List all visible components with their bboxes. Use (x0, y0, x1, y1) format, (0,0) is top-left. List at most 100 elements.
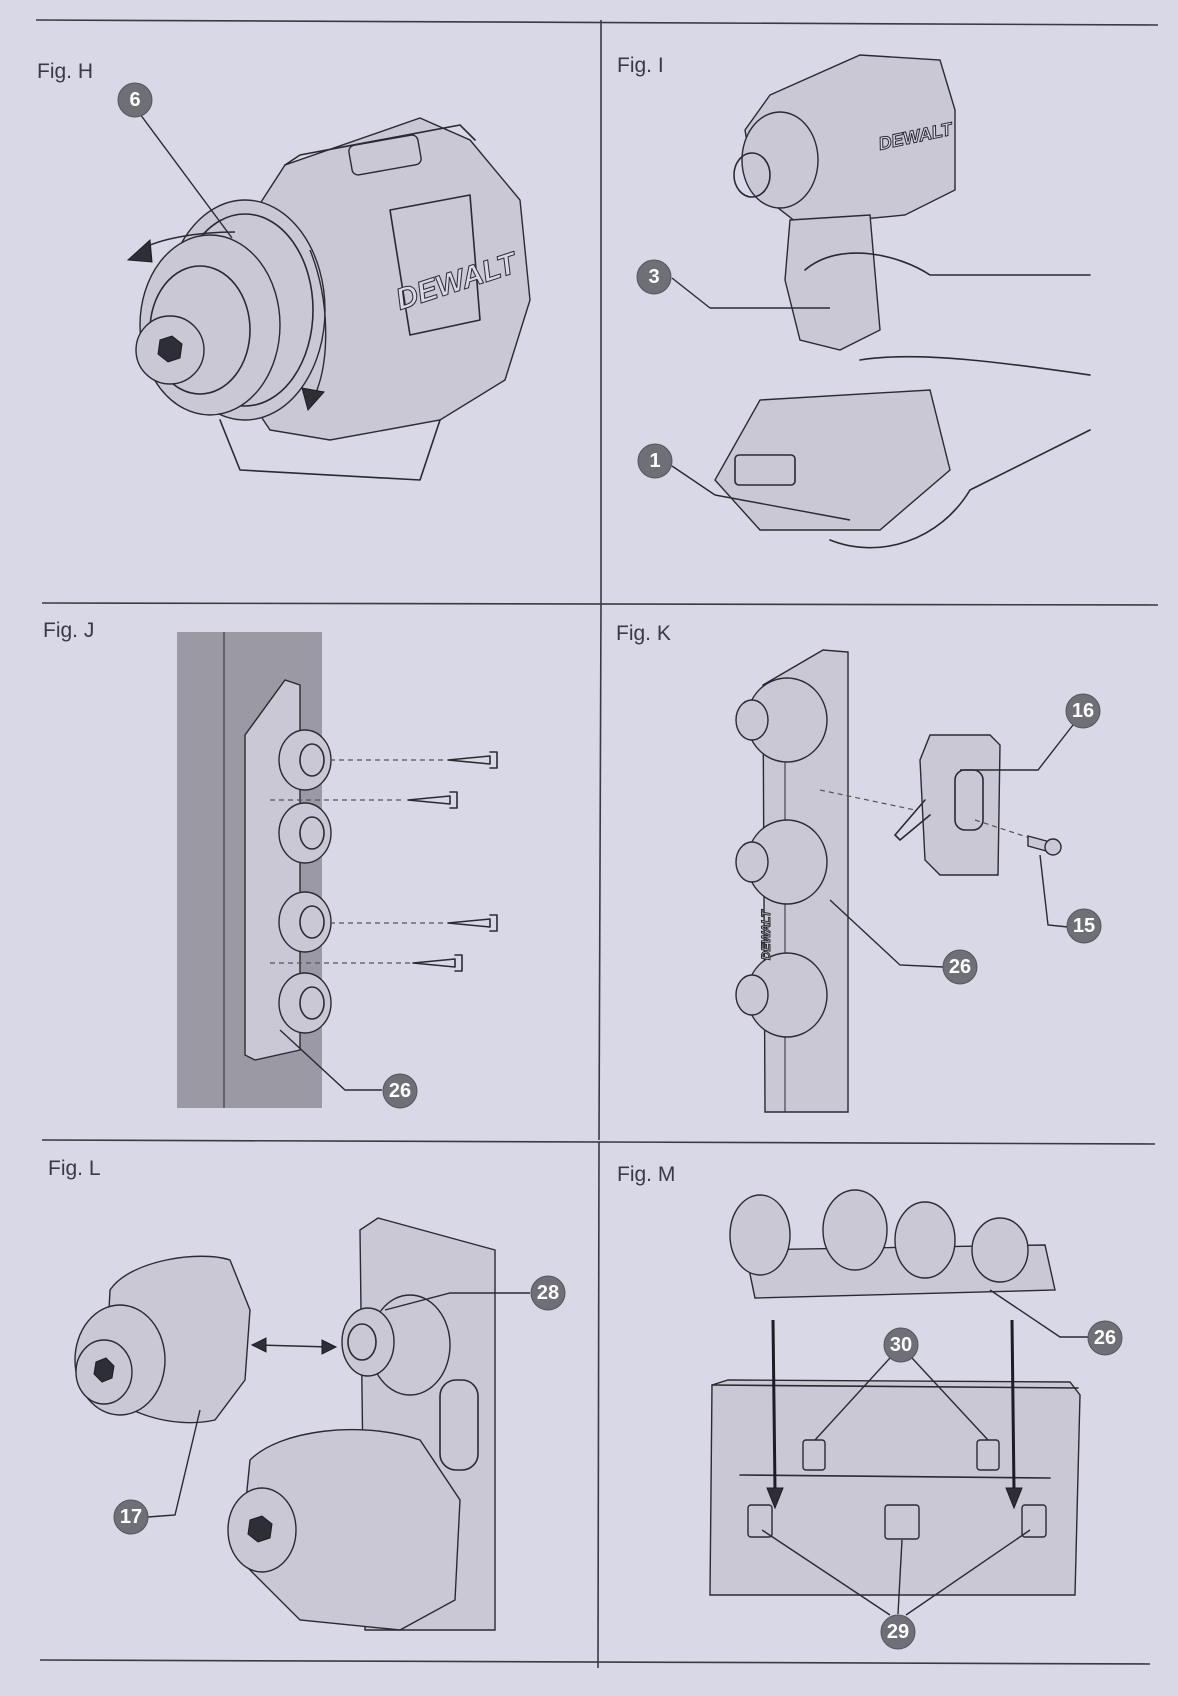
figure-l: Fig. L 28 17 (48, 1157, 566, 1631)
rail-m-attachment-4 (971, 1217, 1029, 1283)
figure-h-label: Fig. H (37, 60, 93, 83)
callout-6 (117, 82, 153, 118)
callout-26-k-text: 26 (949, 956, 971, 978)
drill-h-selector (348, 134, 422, 176)
rail-k-holder-3-collar (735, 974, 769, 1016)
callout-1-leader-a (671, 465, 716, 496)
hand-upper-outline (804, 252, 1091, 276)
screw-2 (407, 791, 458, 809)
drill-i-handle (784, 214, 881, 351)
divider-vertical-3 (597, 1141, 600, 1669)
divider-bottom (39, 1659, 1151, 1665)
rail-j-holder-3-core (299, 905, 325, 939)
figure-h: Fig. H DEWALT 6 (37, 60, 531, 481)
drill-h-side-panel (389, 194, 481, 336)
callout-28-text: 28 (537, 1282, 559, 1304)
rotate-arrow-down-head (301, 387, 325, 412)
figure-m: Fig. M 30 26 29 (617, 1163, 1123, 1650)
rail-j-holders (278, 729, 332, 1034)
rotate-arrow-down-line (309, 249, 327, 396)
figure-i: Fig. I DEWALT 3 1 (617, 54, 1091, 549)
attach-arrow-right-head (321, 1339, 338, 1355)
figure-m-label: Fig. M (617, 1163, 675, 1186)
case-m (709, 1379, 1081, 1596)
rail-l-slot (439, 1379, 479, 1471)
case-slot-29-right (1021, 1504, 1047, 1538)
bracket-guide-line (819, 789, 916, 811)
figure-j-label: Fig. J (43, 619, 94, 642)
case-m-inner-ledge (739, 1474, 1051, 1479)
figure-k: Fig. K DEWALT 16 15 26 (616, 622, 1102, 1113)
callout-26-m (1087, 1320, 1123, 1356)
rail-k-holders (735, 677, 828, 1038)
figure-j: Fig. J 26 (43, 619, 498, 1109)
rail-j-holder-4 (278, 972, 332, 1034)
case-clip-30-right (976, 1439, 1000, 1471)
rail-m-attachment-3 (894, 1201, 956, 1279)
rail-k-holder-1-collar (735, 699, 769, 741)
attach-arrow-line (257, 1344, 331, 1348)
rail-j-holder-2-core (299, 816, 325, 850)
insert-arrow-left-line (771, 1319, 777, 1491)
hand-upper-wrist (859, 355, 1091, 376)
rail-m-attachment-1 (729, 1194, 791, 1276)
divider-top (35, 19, 1159, 26)
callout-16-text: 16 (1072, 700, 1094, 722)
screw-3 (447, 914, 498, 932)
holder-28-hole (347, 1323, 377, 1361)
callout-29 (880, 1614, 916, 1650)
rail-k-brand: DEWALT (759, 909, 773, 960)
case-slot-29-left (747, 1504, 773, 1538)
screw-15-head (1044, 838, 1062, 856)
drill-i-fuel-gauge (734, 454, 796, 486)
callout-1-text: 1 (649, 450, 660, 472)
case-clip-30-left (802, 1439, 826, 1471)
callout-30 (883, 1327, 919, 1363)
screw-1 (447, 751, 498, 769)
callout-15 (1066, 908, 1102, 944)
rail-j-holder-2 (278, 802, 332, 864)
callout-17-leader (147, 1409, 201, 1518)
callout-16-leader (960, 724, 1074, 771)
drill-h-hex-socket (157, 335, 183, 363)
rail-j-holder-1-core (299, 743, 325, 777)
callout-29-text: 29 (887, 1621, 909, 1643)
callout-17 (113, 1499, 149, 1535)
rail-m-attachment-2 (822, 1189, 888, 1271)
rail-j-holder-3 (278, 891, 332, 953)
rail-j-holder-4-core (299, 986, 325, 1020)
case-slot-29-center (884, 1504, 920, 1540)
callout-30-leader-left (814, 1357, 891, 1441)
drill-h-handle-top (219, 419, 441, 481)
hand-lower-outline (829, 429, 1091, 549)
callout-15-text: 15 (1073, 915, 1095, 937)
callout-26-k-leader (829, 899, 944, 968)
callout-16 (1065, 693, 1101, 729)
callout-26-j-text: 26 (389, 1080, 411, 1102)
screw-k-guide (974, 819, 1031, 839)
callout-1 (637, 443, 673, 479)
attachment-17-hex (93, 1357, 115, 1383)
callout-1-leader-b (714, 494, 851, 521)
callout-26-j (382, 1073, 418, 1109)
divider-vertical-2 (598, 604, 602, 1141)
figure-k-label: Fig. K (616, 622, 671, 645)
callout-26-j-leader (279, 1029, 382, 1091)
callout-29-leader-center (897, 1539, 903, 1615)
holder-28 (341, 1307, 395, 1377)
rotate-arrow-head (126, 238, 153, 263)
callout-30-leader-right (911, 1357, 989, 1441)
rail-k-holder-2-collar (735, 841, 769, 883)
bracket-16 (919, 734, 1001, 876)
insert-arrow-left-head (766, 1487, 784, 1510)
divider-row-1 (41, 602, 1159, 606)
callout-26-m-leader (989, 1289, 1088, 1338)
screw-4 (412, 954, 463, 972)
callout-26-m-text: 26 (1094, 1327, 1116, 1349)
callout-17-text: 17 (120, 1506, 142, 1528)
attachment-mounted-body (239, 1428, 461, 1631)
callout-3-text: 3 (648, 266, 659, 288)
callout-28-leader (384, 1292, 530, 1311)
insert-arrow-right-line (1010, 1319, 1016, 1491)
